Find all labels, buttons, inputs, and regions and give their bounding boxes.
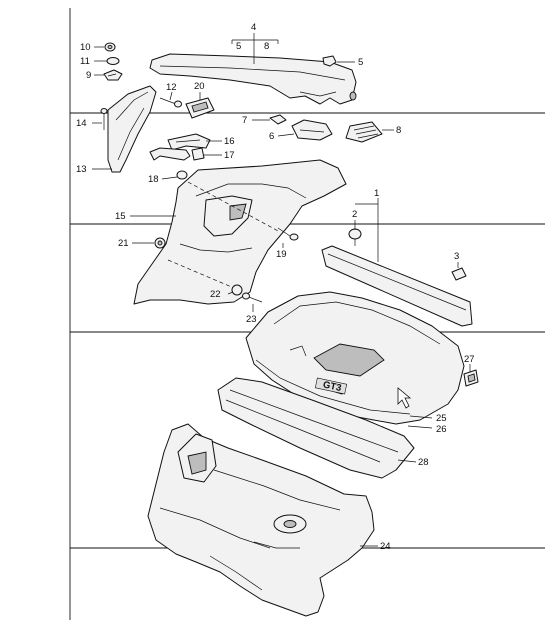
- clip-part-21[interactable]: [132, 237, 166, 249]
- clip-part-7[interactable]: [252, 114, 287, 125]
- pillar-trim-part-13[interactable]: [92, 85, 157, 173]
- hook-part-17[interactable]: [149, 147, 222, 161]
- nut-part-11[interactable]: [94, 57, 120, 65]
- bracket-part-20[interactable]: [185, 92, 215, 119]
- callout-15: 15: [115, 211, 126, 222]
- callout-19: 19: [276, 249, 287, 260]
- callout-7: 7: [242, 115, 247, 126]
- callout-11: 11: [80, 56, 90, 67]
- clip-part-5[interactable]: [322, 55, 355, 67]
- trim-cover-part-6[interactable]: [277, 119, 333, 141]
- screw-part-14[interactable]: [92, 108, 108, 131]
- callout-23: 23: [246, 314, 257, 325]
- screw-part-23[interactable]: [242, 292, 263, 312]
- callout-4-sub-8: 8: [264, 41, 269, 52]
- callout-18: 18: [148, 174, 159, 185]
- callout-labels: 4 5 8 5 10 11 9 12 20 7 6 8 14 16 17 13 …: [76, 22, 475, 552]
- callout-26: 26: [436, 424, 447, 435]
- callout-6: 6: [269, 131, 274, 142]
- callout-28: 28: [418, 457, 429, 468]
- callout-3: 3: [454, 251, 459, 262]
- clip-part-27[interactable]: [463, 364, 479, 387]
- clip-part-3[interactable]: [451, 262, 467, 281]
- vent-grille-part-8[interactable]: [345, 121, 394, 143]
- trim-strip-part-1[interactable]: [321, 245, 473, 327]
- callout-10: 10: [80, 42, 91, 53]
- screw-part-19[interactable]: [277, 227, 299, 248]
- callout-4: 4: [251, 22, 256, 33]
- floor-board-part-28[interactable]: [217, 377, 417, 479]
- callout-2: 2: [352, 209, 357, 220]
- cover-badge: GT3: [314, 377, 348, 395]
- callout-5: 5: [358, 57, 363, 68]
- clip-part-9[interactable]: [94, 69, 123, 81]
- callout-25: 25: [436, 413, 447, 424]
- callout-14: 14: [76, 118, 87, 129]
- callout-17: 17: [224, 150, 235, 161]
- leader-4: [231, 33, 279, 64]
- callout-21: 21: [118, 238, 129, 249]
- trunk-liner-part-24[interactable]: [147, 423, 378, 617]
- leader-1-2: [354, 198, 379, 262]
- callout-22: 22: [210, 289, 221, 300]
- callout-20: 20: [194, 81, 205, 92]
- washer-part-10[interactable]: [94, 42, 116, 52]
- callout-4-sub-5: 5: [236, 41, 241, 52]
- callout-16: 16: [224, 136, 235, 147]
- screw-part-12[interactable]: [159, 91, 182, 108]
- mouse-pointer-icon: [397, 387, 412, 409]
- callout-24: 24: [380, 541, 391, 552]
- upper-trim-panel-part-4[interactable]: [149, 53, 357, 105]
- handle-part-16[interactable]: [167, 133, 222, 151]
- badge-text: GT3: [322, 379, 342, 394]
- callout-13: 13: [76, 164, 87, 175]
- clip-part-18[interactable]: [161, 170, 188, 180]
- luggage-cover-part-25[interactable]: [245, 291, 465, 429]
- clip-part-22[interactable]: [227, 284, 243, 296]
- callout-1: 1: [374, 188, 379, 199]
- callout-27: 27: [464, 354, 475, 365]
- side-panel-part-15[interactable]: [130, 159, 347, 305]
- callout-8: 8: [396, 125, 401, 136]
- clip-part-2[interactable]: [348, 228, 362, 246]
- callout-9: 9: [86, 70, 91, 81]
- callout-12: 12: [166, 82, 177, 93]
